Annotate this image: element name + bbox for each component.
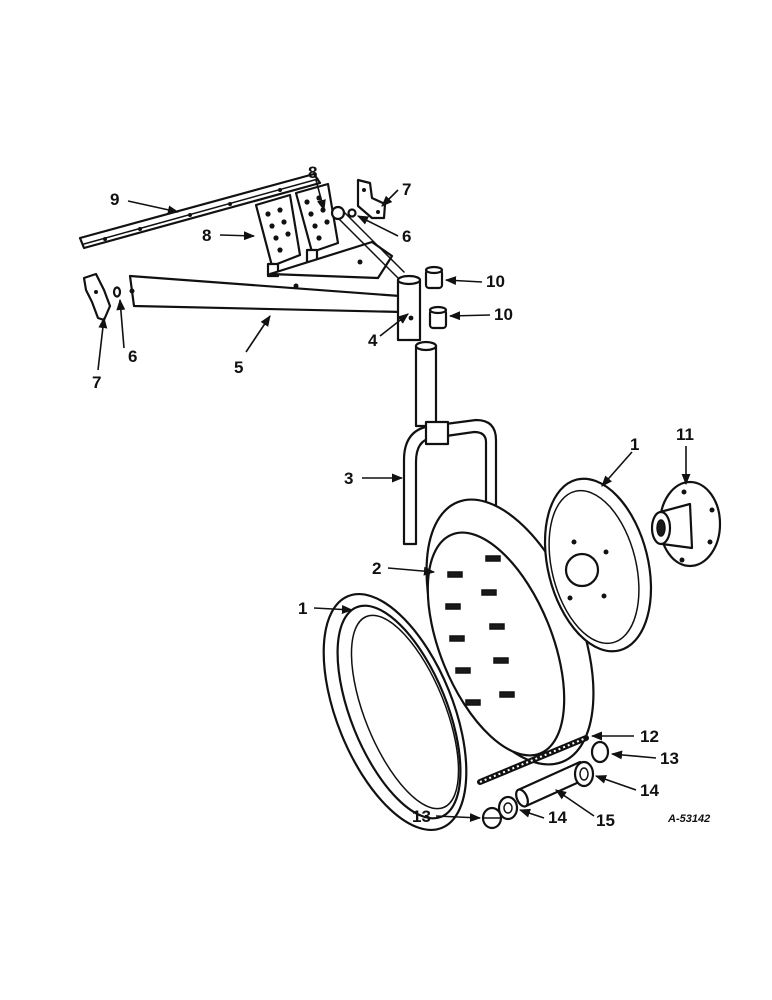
callout-10-upper: 10: [486, 272, 505, 291]
bracket-right-part: [356, 178, 387, 220]
callout-4: 4: [368, 331, 378, 350]
callout-8-left: 8: [202, 226, 211, 245]
callout-6-right: 6: [402, 227, 411, 246]
callout-7-left: 7: [92, 373, 101, 392]
callout-10-lower: 10: [494, 305, 513, 324]
pivot-tube-part: [396, 274, 422, 342]
scraper-bar-part: [78, 172, 322, 250]
axle-bolt-part: [477, 735, 589, 785]
wheel-hub-part: [650, 480, 722, 568]
callout-11: 11: [676, 425, 694, 444]
nut-right-part: [590, 740, 610, 764]
bracket-left-part: [82, 272, 112, 322]
callout-3: 3: [344, 469, 353, 488]
callout-14-right: 14: [640, 781, 659, 800]
spacer-tube-part: [515, 760, 590, 808]
pin-left-part: [112, 286, 122, 298]
leader-lines: [97, 179, 691, 823]
wheel-rim-half-right-part: [543, 477, 653, 653]
nut-left-part: [481, 806, 503, 830]
frame-part: [128, 205, 405, 314]
callout-2: 2: [372, 559, 381, 578]
bearing-right-part: [573, 760, 595, 788]
pin-right-part: [347, 208, 357, 218]
callout-15: 15: [596, 811, 615, 830]
callout-7-right: 7: [402, 180, 411, 199]
scraper-blade-left-part: [254, 193, 302, 278]
callout-6-left: 6: [128, 347, 137, 366]
callout-12: 12: [640, 727, 659, 746]
callout-1-right: 1: [630, 435, 639, 454]
scraper-blade-right-part: [294, 182, 340, 264]
callout-13-right: 13: [660, 749, 679, 768]
bushing-upper-part: [424, 265, 444, 290]
callout-14-left: 14: [548, 808, 567, 827]
callout-9: 9: [110, 190, 119, 209]
callout-1-left: 1: [298, 599, 307, 618]
bearing-left-part: [497, 795, 519, 821]
callout-8-right: 8: [308, 163, 317, 182]
callout-5: 5: [234, 358, 243, 377]
callout-13-left: 13: [412, 807, 431, 826]
drawing-reference-code: A-53142: [667, 813, 710, 825]
bushing-lower-part: [428, 305, 448, 330]
callout-labels: 9 8 8 7 6 10 10 4 5 6 7 3 2 1 1 11 12 13…: [92, 163, 694, 830]
